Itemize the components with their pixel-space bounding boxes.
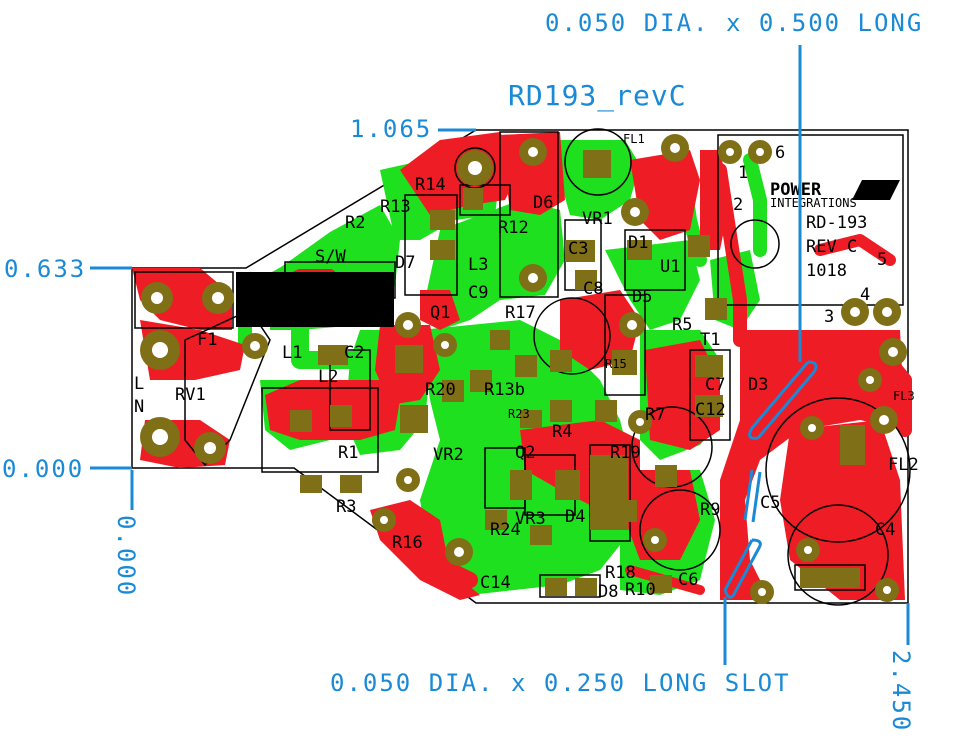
fuse-heatshrink — [236, 272, 394, 327]
pin-5: 5 — [877, 250, 887, 270]
refdes-c2: C2 — [344, 343, 364, 363]
refdes-f1: F1 — [197, 330, 217, 350]
refdes-d4: D4 — [565, 507, 585, 527]
refdes-r23: R23 — [508, 407, 530, 421]
dim-y-0000: 0.000 — [2, 455, 84, 483]
refdes-r20: R20 — [425, 380, 456, 400]
refdes-r9: R9 — [700, 500, 720, 520]
refdes-vr3: VR3 — [515, 509, 546, 529]
refdes-c5: C5 — [760, 493, 780, 513]
dim-x-0000: 0.000 — [112, 515, 140, 597]
refdes-fl1: FL1 — [623, 132, 645, 146]
refdes-r1: R1 — [338, 443, 358, 463]
refdes-r13: R13 — [380, 197, 411, 217]
refdes-r5: R5 — [672, 315, 692, 335]
refdes-r2: R2 — [345, 213, 365, 233]
refdes-l1: L1 — [282, 343, 302, 363]
power-logo-icon — [852, 180, 900, 200]
refdes-r19: R19 — [610, 443, 641, 463]
refdes-c4: C4 — [875, 520, 895, 540]
refdes-r24: R24 — [490, 520, 521, 540]
slot-middle — [743, 469, 762, 523]
refdes-u1: U1 — [660, 257, 680, 277]
refdes-c6: C6 — [678, 570, 698, 590]
refdes-d7: D7 — [395, 253, 415, 273]
refdes-fl2: FL2 — [888, 455, 919, 475]
dim-x-2450: 2.450 — [887, 650, 915, 732]
board-rev: REV C — [806, 237, 857, 257]
refdes-r17: R17 — [505, 303, 536, 323]
refdes-c12: C12 — [695, 400, 726, 420]
refdes-c8: C8 — [583, 279, 603, 299]
refdes-r7: R7 — [645, 405, 665, 425]
refdes-r4: R4 — [552, 422, 572, 442]
refdes-q2: Q2 — [515, 443, 535, 463]
refdes-vr1: VR1 — [582, 209, 613, 229]
refdes-d3: D3 — [748, 375, 768, 395]
refdes-rv1: RV1 — [175, 385, 206, 405]
refdes-c7: C7 — [705, 375, 725, 395]
pin-1: 1 — [738, 163, 748, 183]
refdes-l3: L3 — [468, 255, 488, 275]
board-datecode: 1018 — [806, 261, 847, 281]
dim-y-1065: 1.065 — [350, 115, 432, 143]
refdes-l: L — [134, 374, 144, 394]
logo-sub: INTEGRATIONS — [770, 196, 857, 210]
slot-short — [723, 538, 762, 599]
board-id: RD-193 — [806, 213, 867, 233]
refdes-r15: R15 — [605, 357, 627, 371]
logo-text: POWER — [770, 180, 822, 200]
refdes-vr2: VR2 — [433, 445, 464, 465]
refdes-c9: C9 — [468, 283, 488, 303]
refdes-r14: R14 — [415, 175, 446, 195]
pin-2: 2 — [733, 195, 743, 215]
refdes-l2: L2 — [318, 367, 338, 387]
refdes-r3: R3 — [336, 497, 356, 517]
pin-6: 6 — [775, 143, 785, 163]
refdes-r12: R12 — [498, 218, 529, 238]
refdes-r18: R18 — [605, 563, 636, 583]
dim-bottom-label: 0.050 DIA. x 0.250 LONG SLOT — [330, 669, 791, 697]
silkscreen-text: F1 RV1 L N L1 L2 R2 R3 R1 C2 R14 R13 D7 … — [134, 132, 919, 602]
refdes-d6: D6 — [533, 193, 553, 213]
refdes-d1: D1 — [628, 233, 648, 253]
board-title: RD193_revC — [508, 79, 687, 113]
refdes-r13b: R13b — [484, 380, 525, 400]
refdes-n: N — [134, 397, 144, 417]
refdes-c14: C14 — [480, 573, 511, 593]
pin-4: 4 — [860, 285, 870, 305]
refdes-t1: T1 — [700, 330, 720, 350]
dim-top-label: 0.050 DIA. x 0.500 LONG — [545, 9, 923, 37]
refdes-c3: C3 — [568, 239, 588, 259]
slot-long — [748, 360, 818, 440]
refdes-r10: R10 — [625, 580, 656, 600]
refdes-q1: Q1 — [430, 303, 450, 323]
refdes-sw: S/W — [315, 247, 346, 267]
refdes-r16: R16 — [392, 533, 423, 553]
pin-3: 3 — [824, 307, 834, 327]
dimension-lines — [90, 45, 910, 665]
pads — [140, 134, 907, 604]
refdes-d5: D5 — [632, 287, 652, 307]
refdes-d8: D8 — [598, 582, 618, 602]
dim-y-0633: 0.633 — [4, 255, 86, 283]
refdes-fl3: FL3 — [893, 389, 915, 403]
